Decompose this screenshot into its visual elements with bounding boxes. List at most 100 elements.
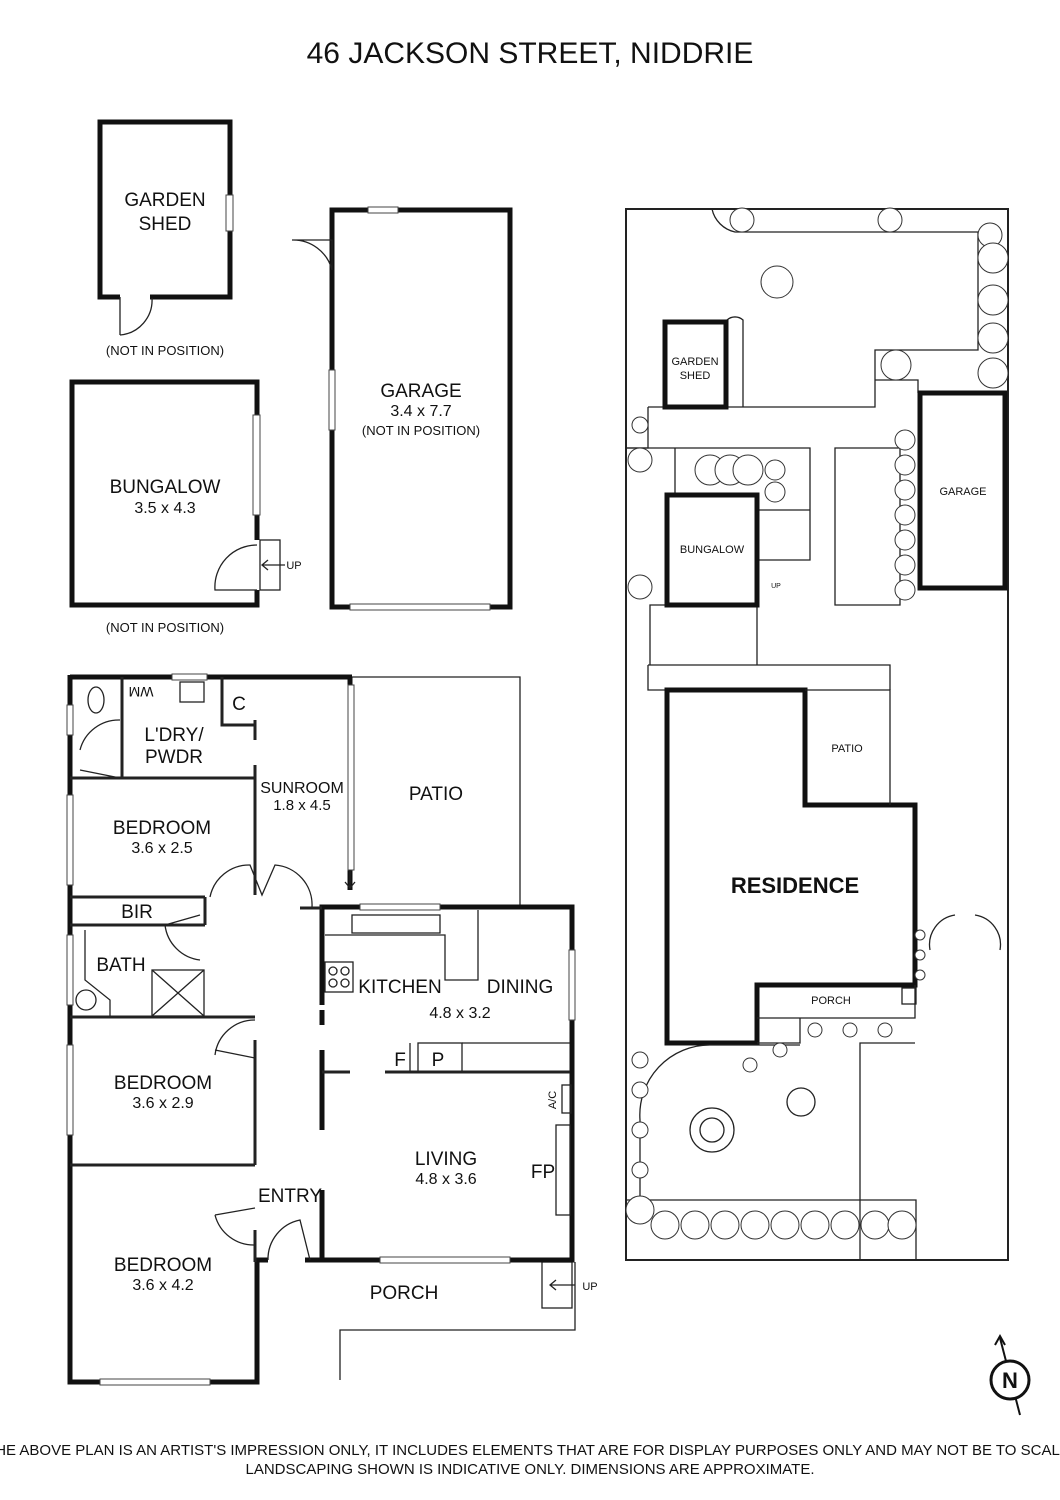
tree-icon <box>740 1210 770 1240</box>
room-living-label: LIVING <box>415 1149 477 1170</box>
site-bungalow-label: BUNGALOW <box>680 544 745 556</box>
tree-icon <box>842 1022 858 1038</box>
room-bedroom-2-dims: 3.6 x 2.9 <box>132 1095 193 1112</box>
tree-icon <box>631 1121 649 1139</box>
garage-label: GARAGE <box>380 381 461 402</box>
tree-icon <box>760 265 794 299</box>
tree-icon <box>877 1022 893 1038</box>
tree-icon <box>625 1195 655 1225</box>
room-powder-label: PWDR <box>145 747 203 768</box>
room-bedroom-3-dims: 3.6 x 4.2 <box>132 1277 193 1294</box>
tree-icon <box>631 416 649 434</box>
site-garage-label: GARAGE <box>939 486 986 498</box>
cupboard-label: C <box>232 694 246 715</box>
room-sunroom-dims: 1.8 x 4.5 <box>273 797 331 814</box>
tree-icon <box>710 1210 740 1240</box>
room-laundry-label: L'DRY/ <box>144 725 204 746</box>
north-label: N <box>1002 1368 1018 1393</box>
garden-shed-label: GARDEN <box>124 190 205 211</box>
room-dining-label: DINING <box>487 977 554 998</box>
tree-icon <box>894 429 916 451</box>
residence-plan: UP <box>66 673 598 1386</box>
site-patio-label: PATIO <box>831 743 863 755</box>
bungalow-note: (NOT IN POSITION) <box>106 620 224 635</box>
tree-icon <box>742 1057 758 1073</box>
fireplace-label: FP <box>531 1162 555 1183</box>
tree-icon <box>977 357 1009 389</box>
room-kitchen-dining-dims: 4.8 x 3.2 <box>429 1005 490 1022</box>
tree-icon <box>627 447 653 473</box>
tree-icon <box>770 1210 800 1240</box>
tree-icon <box>830 1210 860 1240</box>
garage-dims: 3.4 x 7.7 <box>390 403 451 420</box>
tree-icon <box>977 284 1009 316</box>
tree-icon <box>764 481 786 503</box>
tree-icon <box>880 349 912 381</box>
tree-icon <box>894 529 916 551</box>
garage-outbuilding: GARAGE 3.4 x 7.7 (NOT IN POSITION) <box>291 206 513 611</box>
room-kitchen-label: KITCHEN <box>358 977 441 998</box>
room-patio-label: PATIO <box>409 784 463 805</box>
tree-icon <box>860 1210 890 1240</box>
tree-icon <box>631 1081 649 1099</box>
tree-icon <box>772 1042 788 1058</box>
tree-icon <box>977 242 1009 274</box>
air-conditioner-label: A/C <box>547 1091 559 1109</box>
tree-icon <box>732 454 764 486</box>
room-bedroom-3-label: BEDROOM <box>114 1255 212 1276</box>
tree-icon <box>631 1051 649 1069</box>
room-bath-label: BATH <box>96 955 145 976</box>
garden-shed-outbuilding: GARDEN SHED (NOT IN POSITION) <box>97 119 234 358</box>
tree-icon <box>894 454 916 476</box>
fridge-label: F <box>394 1050 406 1071</box>
tree-icon <box>729 207 755 233</box>
garage-note: (NOT IN POSITION) <box>362 423 480 438</box>
tree-icon <box>914 949 926 961</box>
bungalow-dims: 3.5 x 4.3 <box>134 500 195 517</box>
washing-machine-label: WM <box>129 684 154 700</box>
bungalow-outbuilding: UP BUNGALOW 3.5 x 4.3 (NOT IN POSITION) <box>69 379 302 635</box>
garden-shed-note: (NOT IN POSITION) <box>106 343 224 358</box>
tree-icon <box>914 929 926 941</box>
site-step-up-label: UP <box>771 583 781 590</box>
site-garden-shed-label-2: SHED <box>680 370 711 382</box>
tree-icon <box>894 479 916 501</box>
tree-icon <box>631 1161 649 1179</box>
tree-icon <box>887 1210 917 1240</box>
room-bedroom-1-dims: 3.6 x 2.5 <box>131 840 192 857</box>
garden-shed-label-2: SHED <box>139 214 192 235</box>
disclaimer-line-1: THE ABOVE PLAN IS AN ARTIST'S IMPRESSION… <box>0 1442 1060 1459</box>
page-title: 46 JACKSON STREET, NIDDRIE <box>307 37 754 70</box>
tree-icon <box>627 574 653 600</box>
bungalow-label: BUNGALOW <box>110 477 221 498</box>
tree-icon <box>914 969 926 981</box>
room-living-dims: 4.8 x 3.6 <box>415 1171 476 1188</box>
room-bedroom-1-label: BEDROOM <box>113 818 211 839</box>
tree-icon <box>800 1210 830 1240</box>
step-up-label: UP <box>286 560 301 572</box>
disclaimer-line-2: LANDSCAPING SHOWN IS INDICATIVE ONLY. DI… <box>245 1461 814 1478</box>
tree-icon <box>894 554 916 576</box>
room-entry-label: ENTRY <box>258 1186 322 1207</box>
tree-icon <box>680 1210 710 1240</box>
north-compass-icon: N <box>989 1333 1031 1416</box>
room-sunroom-label: SUNROOM <box>260 780 344 797</box>
pantry-label: P <box>432 1050 445 1071</box>
site-garden-shed-label: GARDEN <box>671 356 718 368</box>
room-bedroom-2-label: BEDROOM <box>114 1073 212 1094</box>
room-bir-label: BIR <box>121 902 153 923</box>
room-porch-label: PORCH <box>370 1283 439 1304</box>
site-porch-label: PORCH <box>811 995 851 1007</box>
porch-step-up: UP <box>582 1281 597 1293</box>
tree-icon <box>894 504 916 526</box>
tree-icon <box>894 579 916 601</box>
tree-icon <box>877 207 903 233</box>
site-plan: GARDEN SHED BUNGALOW GARAGE PATIO RESIDE… <box>625 207 1009 1261</box>
tree-icon <box>807 1022 823 1038</box>
tree-icon <box>650 1210 680 1240</box>
landscaping-trees <box>625 207 1009 1240</box>
tree-icon <box>977 322 1009 354</box>
site-residence-label: RESIDENCE <box>731 873 859 898</box>
tree-icon <box>764 459 786 481</box>
